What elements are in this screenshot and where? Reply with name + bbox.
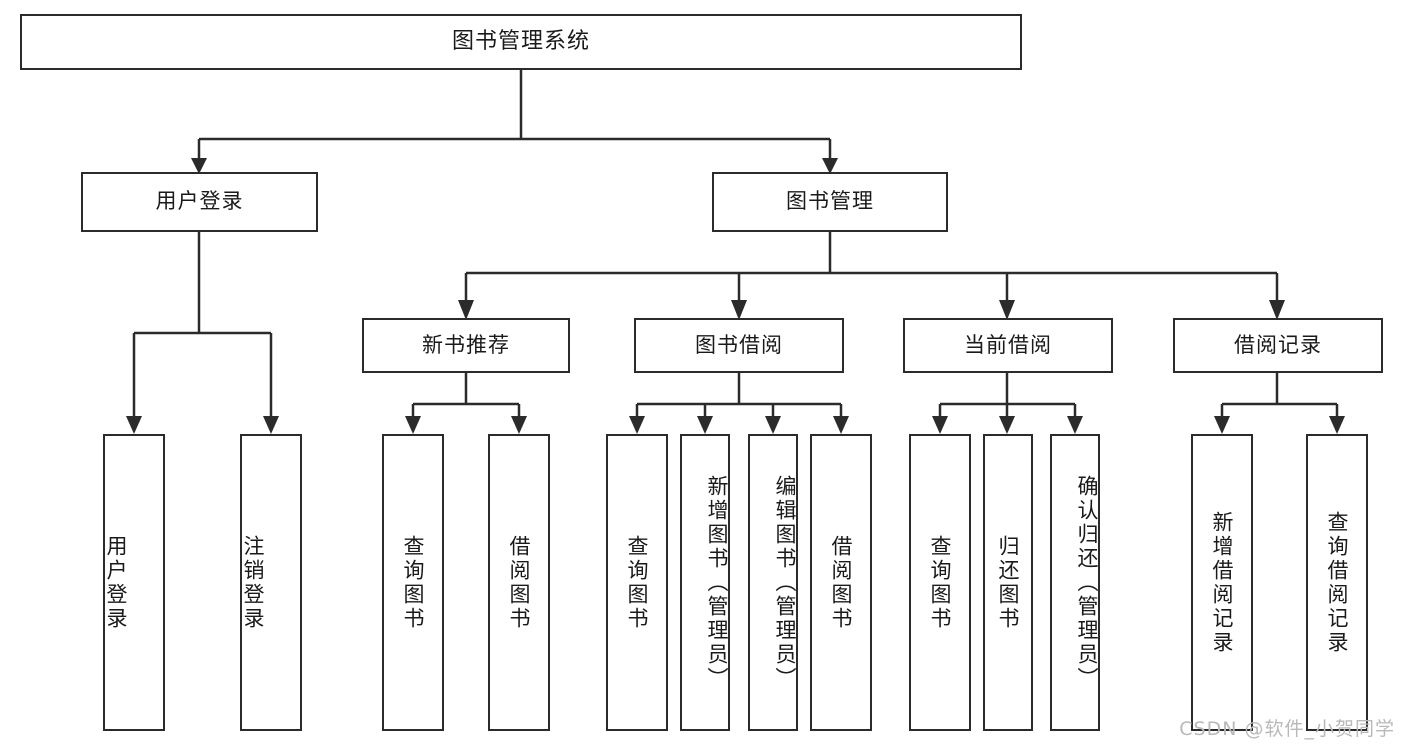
node-label: 确认归还（管理员）	[1075, 474, 1099, 691]
node-label: 查询图书	[625, 534, 650, 631]
node-label: 查询借阅记录	[1325, 510, 1350, 655]
node-label: 查询图书	[928, 534, 953, 631]
leaf-borrow-book-recommend[interactable]: 借阅图书	[488, 434, 550, 731]
node-label: 当前借阅	[964, 332, 1052, 357]
node-label: 编辑图书（管理员）	[773, 474, 797, 691]
leaf-query-borrow-record[interactable]: 查询借阅记录	[1306, 434, 1368, 731]
node-label: 用户登录	[104, 534, 129, 631]
node-label: 归还图书	[996, 534, 1021, 631]
node-new-book-recommend[interactable]: 新书推荐	[362, 318, 570, 373]
leaf-return-book[interactable]: 归还图书	[983, 434, 1033, 731]
node-label: 新增借阅记录	[1210, 510, 1235, 655]
leaf-query-book-borrow[interactable]: 查询图书	[606, 434, 668, 731]
node-user-login[interactable]: 用户登录	[81, 172, 318, 232]
leaf-borrow-book[interactable]: 借阅图书	[810, 434, 872, 731]
leaf-confirm-return-admin[interactable]: 确认归还（管理员）	[1050, 434, 1100, 731]
node-borrow-record[interactable]: 借阅记录	[1173, 318, 1383, 373]
node-label: 借阅图书	[829, 534, 854, 631]
node-current-borrow[interactable]: 当前借阅	[903, 318, 1113, 373]
node-label: 新增图书（管理员）	[705, 474, 729, 691]
node-label: 查询图书	[401, 534, 426, 631]
leaf-logout[interactable]: 注销登录	[240, 434, 302, 731]
leaf-add-borrow-record[interactable]: 新增借阅记录	[1191, 434, 1253, 731]
leaf-edit-book-admin[interactable]: 编辑图书（管理员）	[748, 434, 798, 731]
node-label: 用户登录	[155, 189, 244, 214]
leaf-query-book-recommend[interactable]: 查询图书	[382, 434, 444, 731]
leaf-add-book-admin[interactable]: 新增图书（管理员）	[680, 434, 730, 731]
node-label: 图书管理	[786, 189, 874, 214]
leaf-user-login[interactable]: 用户登录	[103, 434, 165, 731]
node-label: 借阅记录	[1234, 332, 1322, 357]
node-book-borrow[interactable]: 图书借阅	[634, 318, 844, 373]
node-label: 新书推荐	[422, 332, 510, 357]
node-label: 图书管理系统	[451, 28, 590, 54]
node-label: 借阅图书	[507, 534, 532, 631]
node-label: 图书借阅	[695, 332, 783, 357]
node-book-management[interactable]: 图书管理	[712, 172, 948, 232]
node-root-book-management-system[interactable]: 图书管理系统	[20, 14, 1022, 70]
leaf-query-book-current[interactable]: 查询图书	[909, 434, 971, 731]
node-label: 注销登录	[241, 534, 266, 631]
